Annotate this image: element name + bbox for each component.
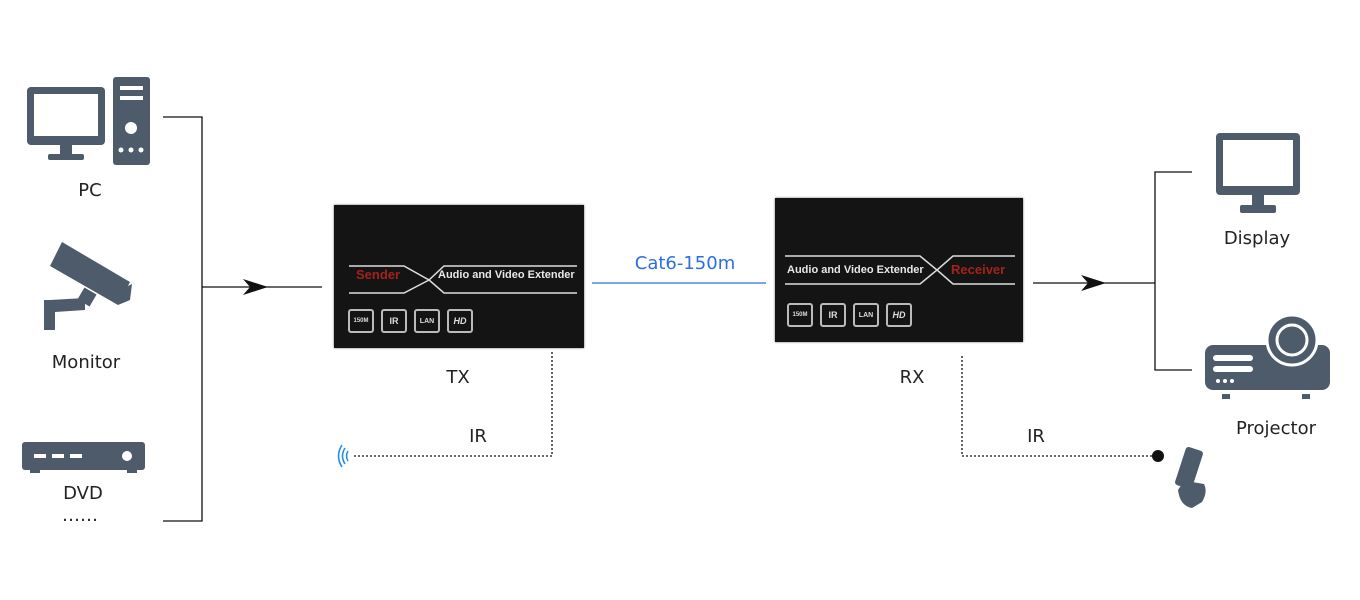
rx-ir-line <box>961 356 1158 457</box>
output-bracket <box>1154 171 1192 371</box>
pc-icon <box>27 77 150 165</box>
tx-ir-label: IR <box>469 426 487 447</box>
rx-device-lines <box>785 255 1015 285</box>
display-icon <box>1216 133 1300 213</box>
rx-device: Audio and Video Extender Receiver 150M I… <box>775 198 1023 342</box>
rx-badge-lan: LAN <box>853 303 879 327</box>
tx-badge-lan: LAN <box>414 309 440 333</box>
output-label-display: Display <box>1223 228 1291 249</box>
rx-ir-label: IR <box>1027 426 1045 447</box>
tx-badge-150m: 150M <box>348 309 374 333</box>
tx-device-lines <box>349 265 577 294</box>
tx-title: Audio and Video Extender <box>438 269 575 281</box>
rx-badge-150m: 150M <box>787 303 813 327</box>
tx-label: TX <box>446 367 470 388</box>
rx-role: Receiver <box>951 262 1006 277</box>
rx-badge-ir: IR <box>820 303 846 327</box>
source-label-pc: PC <box>78 180 102 201</box>
tx-badge-ir: IR <box>381 309 407 333</box>
ir-receiver-dot <box>1152 450 1164 462</box>
tx-role: Sender <box>356 267 401 282</box>
rx-badge-hd: HD <box>886 303 912 327</box>
tx-badge-hd: HD <box>447 309 473 333</box>
cctv-camera-icon <box>44 242 132 330</box>
rx-title: Audio and Video Extender <box>787 264 924 276</box>
ir-emitter-icon <box>337 444 349 468</box>
source-label-more: …… <box>62 505 98 526</box>
source-label-monitor: Monitor <box>51 352 121 373</box>
remote-control-icon <box>1175 446 1206 508</box>
rx-label: RX <box>899 367 925 388</box>
source-label-dvd: DVD <box>63 483 103 504</box>
tx-ir-line <box>352 352 553 457</box>
output-label-projector: Projector <box>1236 418 1316 439</box>
dvd-player-icon <box>22 442 145 473</box>
projector-icon <box>1205 313 1330 399</box>
source-bracket <box>163 116 203 522</box>
cable-label: Cat6-150m <box>634 253 736 274</box>
tx-device: Sender Audio and Video Extender 150M IR … <box>334 205 584 348</box>
